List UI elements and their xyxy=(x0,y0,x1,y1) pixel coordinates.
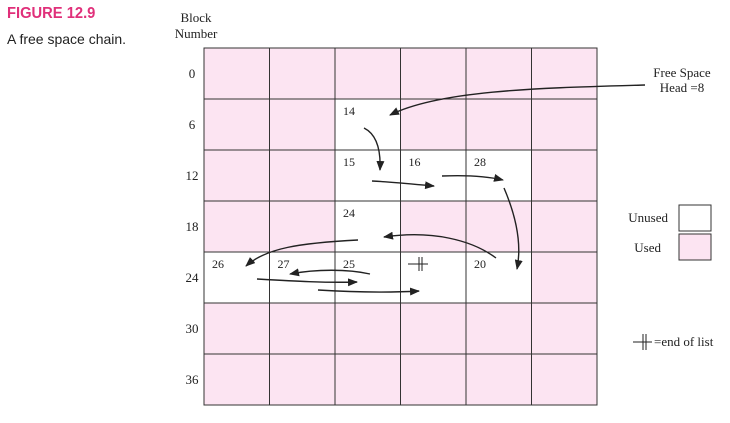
legend-unused-swatch xyxy=(678,204,712,232)
legend-end-of-list-symbol xyxy=(633,334,652,350)
arrow-27-to-25 xyxy=(289,268,371,277)
block-29 xyxy=(531,251,598,304)
arrow-24-to-26 xyxy=(245,239,359,267)
axis-title-block: Block xyxy=(180,10,212,25)
block-10 xyxy=(465,98,532,151)
legend-end-of-list-label: =end of list xyxy=(654,334,714,349)
block-37 xyxy=(269,353,336,406)
block-17 xyxy=(531,149,598,202)
chain-arrows xyxy=(245,84,646,296)
pointer-label-block-26: 25 xyxy=(343,257,355,271)
row-label: 6 xyxy=(189,117,196,132)
block-7 xyxy=(269,98,336,151)
arrow-25-to-end xyxy=(317,287,420,296)
block-23 xyxy=(531,200,598,253)
block-grid xyxy=(203,47,598,406)
arrow-20-to-24 xyxy=(383,231,497,259)
arrow-28-to-20 xyxy=(503,187,523,270)
block-36 xyxy=(203,353,270,406)
block-34 xyxy=(465,302,532,355)
legend-used-swatch xyxy=(678,233,712,261)
block-35 xyxy=(531,302,598,355)
legend-unused-label: Unused xyxy=(628,210,668,225)
block-11 xyxy=(531,98,598,151)
arrow-14-to-15 xyxy=(363,127,385,171)
pointer-label-block-25: 27 xyxy=(278,257,290,271)
pointer-label-block-8: 14 xyxy=(343,104,355,118)
free-space-head-label: Free Space xyxy=(653,65,711,80)
block-2 xyxy=(334,47,401,100)
block-33 xyxy=(400,302,467,355)
pointer-label-block-15: 16 xyxy=(409,155,421,169)
pointer-label-block-16: 28 xyxy=(474,155,486,169)
block-12 xyxy=(203,149,270,202)
block-39 xyxy=(400,353,467,406)
row-label: 24 xyxy=(186,270,200,285)
block-5 xyxy=(531,47,598,100)
row-labels: 0 6 12 18 24 30 36 xyxy=(186,66,200,387)
row-label: 36 xyxy=(186,372,200,387)
block-41 xyxy=(531,353,598,406)
block-1 xyxy=(269,47,336,100)
block-38 xyxy=(334,353,401,406)
block-40 xyxy=(465,353,532,406)
arrow-26-to-27 xyxy=(256,278,358,287)
figure-label: FIGURE 12.9 xyxy=(7,5,96,22)
row-label: 0 xyxy=(189,66,196,81)
row-label: 12 xyxy=(186,168,199,183)
block-32 xyxy=(334,302,401,355)
block-9 xyxy=(400,98,467,151)
row-label: 30 xyxy=(186,321,199,336)
block-18 xyxy=(203,200,270,253)
block-24 xyxy=(203,251,270,304)
legend-used-label: Used xyxy=(634,240,661,255)
figure-caption: A free space chain. xyxy=(7,31,127,47)
pointer-label-block-14: 15 xyxy=(343,155,355,169)
pointer-label-block-20: 24 xyxy=(343,206,355,220)
arrow-16-to-28 xyxy=(441,174,504,182)
axis-title-number: Number xyxy=(175,26,218,41)
pointer-label-block-24: 26 xyxy=(212,257,224,271)
block-27 xyxy=(400,251,467,304)
cell-pointer-labels: 14 15 16 28 24 26 27 25 20 xyxy=(212,104,486,271)
block-21 xyxy=(400,200,467,253)
block-26 xyxy=(334,251,401,304)
block-14 xyxy=(334,149,401,202)
arrow-15-to-16 xyxy=(371,180,435,190)
head-arrow xyxy=(389,84,646,116)
block-3 xyxy=(400,47,467,100)
end-of-list-symbol xyxy=(408,257,428,271)
block-22 xyxy=(465,200,532,253)
block-13 xyxy=(269,149,336,202)
block-30 xyxy=(203,302,270,355)
block-6 xyxy=(203,98,270,151)
block-31 xyxy=(269,302,336,355)
free-space-head-value: Head =8 xyxy=(660,80,705,95)
pointer-label-block-28: 20 xyxy=(474,257,486,271)
row-label: 18 xyxy=(186,219,199,234)
block-0 xyxy=(203,47,270,100)
